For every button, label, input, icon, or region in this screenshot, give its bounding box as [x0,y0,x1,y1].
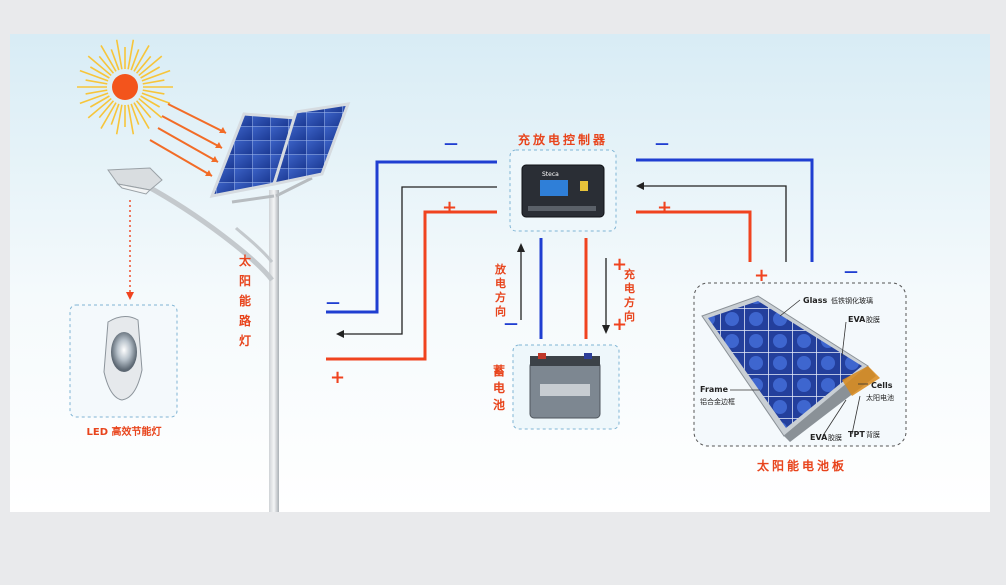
sun-ray [142,79,165,85]
plus-sign: + [612,254,627,275]
sun-ray [89,95,110,108]
sun-ray [135,100,152,119]
sun-ray [98,100,115,119]
polarity-signs: — + — + — + + — — + + [326,136,858,388]
sun-ray [79,69,109,82]
sunlight-beams [149,103,227,177]
panel-wire-arrow [636,182,644,190]
battery-icon [529,353,601,419]
lamp-wire-arrow [336,330,344,338]
callout-glass-cn: 低铁钢化玻璃 [831,296,873,305]
street-light-label: 太阳能路灯 [239,253,252,348]
lamp-wiring [326,160,497,361]
pole-solar-panel-icon [209,102,351,198]
panel-wiring [636,158,814,262]
callout-eva-top-cn: 胶膜 [866,315,880,324]
minus-sign: — [844,264,858,280]
controller-label: 充放电控制器 [518,132,608,147]
sun-ray [115,104,123,135]
sun-ray [98,55,115,74]
sun-ray [141,92,171,105]
sun-ray [89,66,110,79]
callout-frame-cn: 铝合金边框 [700,397,735,406]
sun-ray [87,97,112,119]
minus-sign: — [326,295,340,311]
sun-icon [77,39,173,135]
sun-ray [135,55,152,74]
plus-sign: + [442,197,457,218]
sun-ray [138,55,163,77]
discharge-arrow [517,243,525,252]
minus-sign: — [504,316,518,332]
sun-ray [100,45,117,72]
sun-ray [140,95,161,108]
sun-ray [133,102,150,129]
callout-eva-top: EVA [848,315,866,324]
callout-tpt-cn: 背膜 [866,430,880,439]
minus-sign: — [444,136,458,152]
callout-frame: Frame [700,385,729,394]
panel-callout-lines [730,299,868,435]
plus-sign: + [612,314,627,335]
controller-brand-text: Steca [542,171,559,178]
sun-ray [85,79,108,85]
sun-ray [110,103,120,125]
charge-direction-label: 充电方向 [624,267,635,323]
battery-label: 蓄电池 [493,363,505,412]
sun-ray [130,49,140,71]
sun-ray [79,92,109,105]
sun-ray [138,97,163,119]
sun-ray [141,69,171,82]
street-light-pole [107,167,313,512]
plus-sign: + [754,265,769,286]
callout-eva-bottom: EVA [810,433,828,442]
battery-wiring [520,238,607,339]
callout-cells: Cells [871,381,893,390]
sun-ray [127,39,135,70]
callout-glass: Glass [803,296,827,305]
plus-sign: + [657,197,672,218]
sun-ray [87,55,112,77]
sun-ray [130,103,140,125]
callout-eva-bottom-cn: 胶膜 [828,433,842,442]
callout-tpt: TPT [848,430,865,439]
solar-panel-label: 太阳能电池板 [757,458,847,473]
sun-ray [133,45,150,72]
sun-ray [85,89,108,95]
solar-panel-module-icon [701,295,880,442]
plus-sign: + [330,367,345,388]
sun-ray [142,89,165,95]
charge-arrow [602,325,610,334]
minus-sign: — [655,136,669,152]
sun-ray [110,49,120,71]
discharge-direction-label: 放电方向 [494,262,507,318]
sun-ray [140,66,161,79]
led-lamp-icon [103,316,143,401]
sun-ray [115,39,123,70]
sun-ray [127,104,135,135]
led-lamp-label: LED 高效节能灯 [87,425,162,438]
callout-cells-cn: 太阳电池 [866,393,894,402]
controller-device-icon [521,164,605,218]
sun-ray [100,102,117,129]
